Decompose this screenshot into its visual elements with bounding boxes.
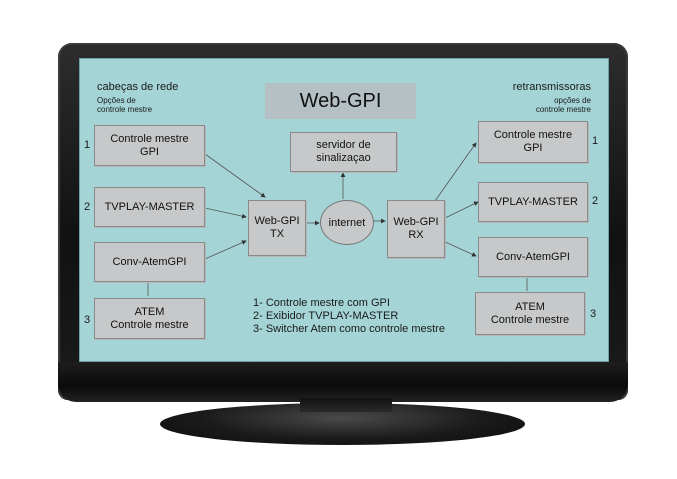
node-label: TX (269, 228, 285, 240)
arrow-gpi-to-tx (204, 153, 266, 198)
node-label: ATEM (134, 305, 165, 318)
monitor-stand-neck (300, 398, 392, 412)
right-node-conv-atemgpi: Conv-AtemGPI (478, 237, 588, 277)
node-label: ATEM (515, 300, 545, 313)
server-node: servidor de sinalizaçao (290, 132, 397, 172)
arrow-rx-to-gpi (434, 142, 477, 202)
right-node-atem-controle-mestre: ATEM Controle mestre (475, 292, 585, 335)
web-gpi-rx-node: Web-GPI RX (387, 200, 445, 258)
right-header-title: retransmissoras (512, 81, 591, 93)
right-node-number-2: 2 (592, 195, 599, 207)
left-node-atem-controle-mestre: ATEM Controle mestre (94, 298, 205, 339)
arrow-rx-to-tvplay (442, 201, 479, 220)
right-node-tvplay-master: TVPLAY-MASTER (478, 182, 588, 222)
right-node-controle-mestre-gpi: Controle mestre GPI (478, 121, 588, 163)
node-label: Web-GPI (393, 216, 439, 228)
node-label: Controle mestre (490, 313, 570, 326)
left-node-tvplay-master: TVPLAY-MASTER (94, 187, 205, 227)
node-label: Controle mestre (110, 318, 189, 331)
node-label: Conv-AtemGPI (496, 250, 570, 263)
node-label: GPI (523, 142, 543, 154)
node-label: sinalizaçao (316, 152, 371, 164)
web-gpi-tx-node: Web-GPI TX (248, 200, 306, 256)
legend-item-1: 1- Controle mestre com GPI (253, 297, 390, 309)
node-label: RX (408, 229, 424, 241)
arrow-tvplay-to-tx (204, 207, 247, 219)
node-label: GPI (140, 145, 159, 158)
left-node-controle-mestre-gpi: Controle mestre GPI (94, 125, 205, 166)
connector-arrows (145, 142, 530, 296)
left-node-number-3: 3 (84, 314, 91, 326)
right-node-number-3: 3 (590, 308, 597, 320)
node-label: Web-GPI (254, 215, 300, 227)
node-label: TVPLAY-MASTER (488, 195, 578, 208)
node-label: TVPLAY-MASTER (104, 200, 195, 213)
diagram-title: Web-GPI (265, 83, 416, 119)
node-label: Controle mestre (110, 132, 189, 145)
left-node-number-1: 1 (84, 139, 91, 151)
right-node-number-1: 1 (592, 135, 599, 147)
internet-node: internet (320, 200, 374, 245)
legend-item-2: 2- Exibidor TVPLAY-MASTER (253, 310, 399, 322)
legend-item-3: 3- Switcher Atem como controle mestre (253, 323, 445, 335)
arrow-rx-to-conv (442, 240, 477, 257)
node-label: Controle mestre (493, 129, 573, 141)
left-header-title: cabeças de rede (97, 81, 179, 93)
left-node-conv-atemgpi: Conv-AtemGPI (94, 242, 205, 282)
node-label: Conv-AtemGPI (112, 255, 187, 268)
left-header-sub1: Opções de (97, 96, 136, 105)
arrow-conv-to-tx (204, 240, 247, 260)
left-node-number-2: 2 (84, 201, 91, 213)
right-header-sub1: opções de (554, 96, 591, 105)
monitor-screen: Web-GPI cabeças de rede Opções de contro… (79, 58, 609, 362)
right-header-sub2: controle mestre (535, 105, 591, 114)
monitor-chin (58, 362, 628, 402)
node-label: servidor de (316, 139, 371, 151)
left-header-sub2: controle mestre (97, 105, 153, 114)
